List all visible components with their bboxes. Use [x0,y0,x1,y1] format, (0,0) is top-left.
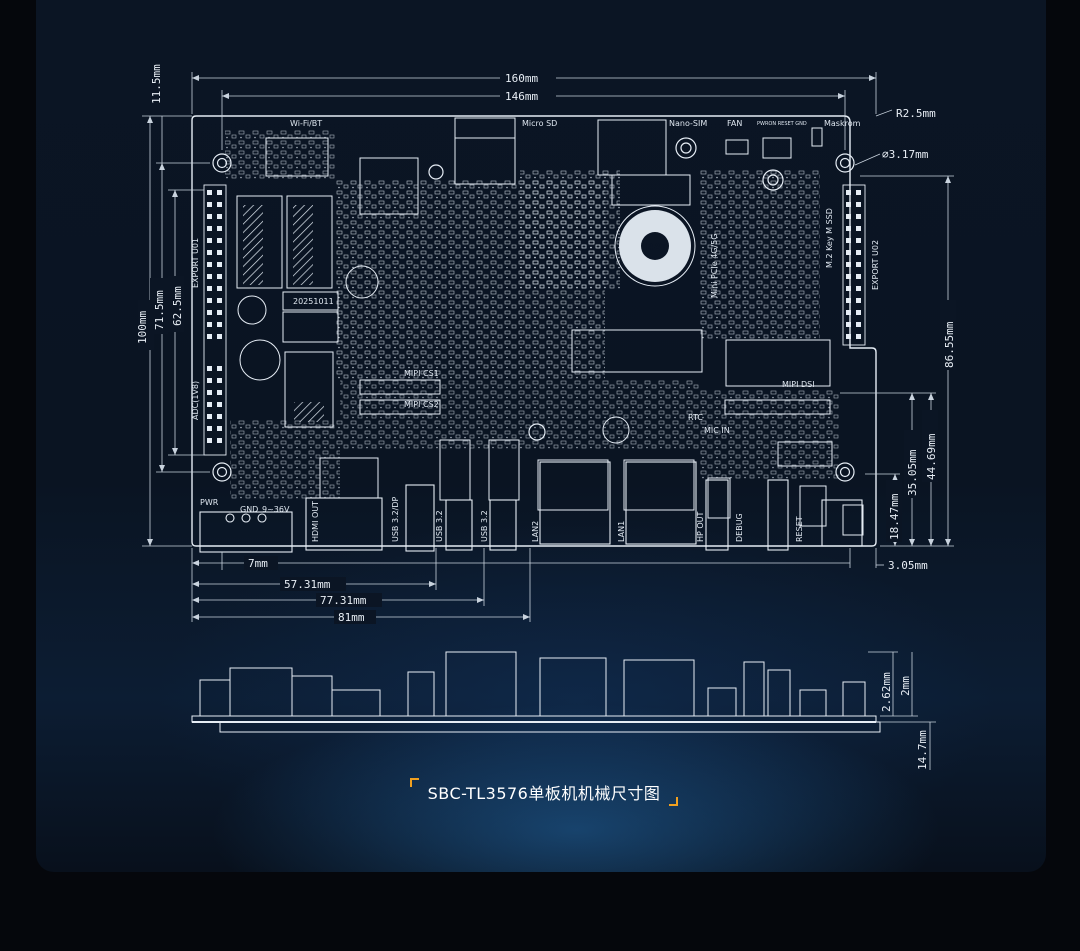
label-mipi-cs2: MIPI CS2 [404,400,439,409]
component-fields [225,130,840,500]
label-pwr: PWR [200,498,219,507]
label-hp-out: HP OUT [696,511,705,542]
label-usb32b: USB 3.2 [480,510,489,542]
label-bat: BAT [646,242,668,253]
dim-hole-dia: ∅3.17mm [882,148,929,161]
dim-100: 100mm [136,311,149,344]
caption: SBC-TL3576单板机机械尺寸图 [410,778,678,806]
caption-corner-br [669,797,678,806]
label-export-u01: EXPORT U01 [191,238,200,288]
board-outline [191,115,877,547]
board-components [236,117,864,536]
edge-connectors [199,461,863,553]
mounting-holes [212,137,855,482]
label-micro-sd: Micro SD [522,119,557,128]
dimension-arrows [147,75,951,620]
dim-71-5: 71.5mm [153,290,166,330]
caption-corner-tl [410,778,419,787]
side-view [191,651,881,733]
dimension-labels: 160mm 146mm 11.5mm 100mm 71.5mm 62.5mm R… [136,64,956,624]
label-date-code: 20251011 [293,297,334,306]
label-voltage: 9~36V [262,505,290,514]
mechanical-drawing: Wi-Fi/BT Micro SD Nano-SIM FAN PWRON RES… [136,64,956,770]
dim-11-5: 11.5mm [150,64,163,104]
label-mini-pcie: Mini PCIe 4G/5G [710,234,719,298]
dim-35-05: 35.05mm [906,449,919,496]
label-fan: FAN [727,119,742,128]
label-wifi: Wi-Fi/BT [290,119,322,128]
pin-headers [203,184,866,456]
label-mipi-dsi: MIPI DSI [782,380,815,389]
label-mic-in: MIC IN [704,426,730,435]
dim-62-5: 62.5mm [171,286,184,326]
dim-2: 2mm [899,676,912,696]
label-lan2: LAN2 [531,521,540,542]
label-lan1: LAN1 [617,521,626,542]
label-usb32a: USB 3.2 [435,510,444,542]
label-nano-sim: Nano-SIM [669,119,707,128]
label-usb32dp: USB 3.2/DP [391,496,400,542]
dim-18-47: 18.47mm [888,493,901,540]
side-view-dimensions [868,651,936,770]
label-export-u02: EXPORT U02 [871,240,880,290]
dim-160: 160mm [505,72,538,85]
dim-77-31: 77.31mm [320,594,367,607]
dim-7: 7mm [248,557,268,570]
label-debug: DEBUG [735,513,744,542]
label-pwron: PWRON RESET GND [757,121,807,127]
dim-86-55: 86.55mm [943,321,956,368]
label-rtc: RTC [688,413,703,422]
dim-14-7: 14.7mm [916,730,929,770]
label-mipi-cs1: MIPI CS1 [404,369,439,378]
label-m2: M.2 Key M SSD [825,208,834,268]
dim-44-69: 44.69mm [925,433,938,480]
label-gnd: GND [240,505,258,514]
label-adc: ADC(1V8) [191,381,200,420]
dim-57-31: 57.31mm [284,578,331,591]
label-hdmi: HDMI OUT [311,501,320,542]
side-view-labels: 2.62mm 2mm 14.7mm [880,672,929,770]
dim-3-05: 3.05mm [888,559,928,572]
background-panel: Wi-Fi/BT Micro SD Nano-SIM FAN PWRON RES… [36,0,1046,872]
dim-r2-5: R2.5mm [896,107,936,120]
label-reset: RESET [795,516,804,542]
label-maskrom: Maskrom [824,119,861,128]
header-pins-right [846,190,861,339]
caption-text: SBC-TL3576单板机机械尺寸图 [427,784,661,803]
board-labels: Wi-Fi/BT Micro SD Nano-SIM FAN PWRON RES… [191,119,880,542]
dim-2-62: 2.62mm [880,672,893,712]
header-pins-left [207,190,222,443]
dim-146: 146mm [505,90,538,103]
dim-81: 81mm [338,611,365,624]
